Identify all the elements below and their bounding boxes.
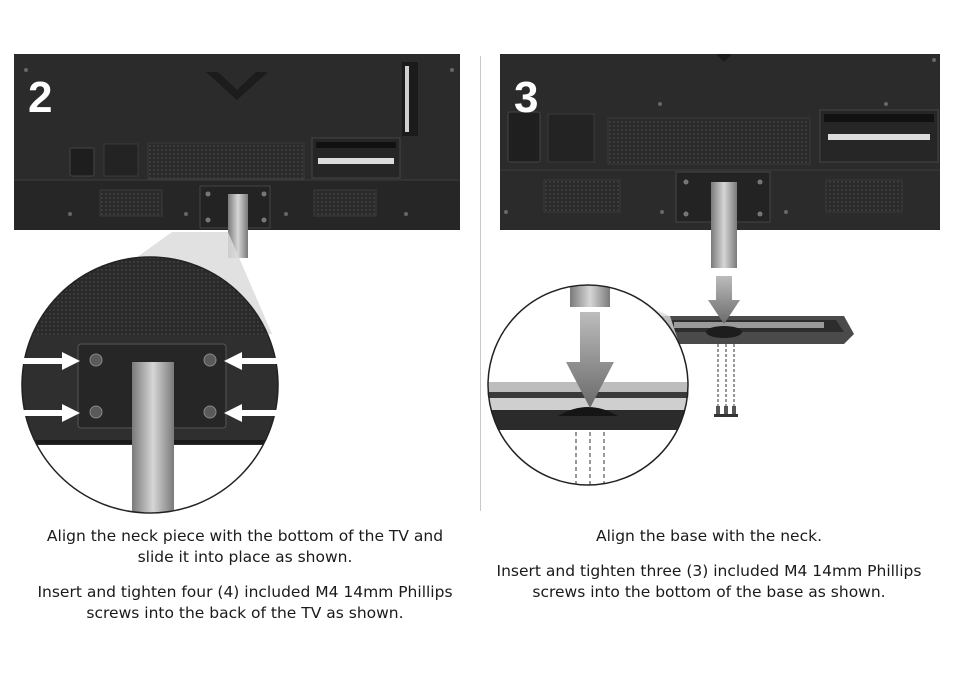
stand-base [660,316,854,344]
step-3-panel: 3 Align the base with the neck. Insert a… [484,0,954,673]
instruction-text: Align the base with the neck. [595,527,822,545]
step-2-illustration [14,54,460,514]
step-2-panel: 2 Align the neck piece with the bottom o… [0,0,470,673]
zoom-circle-step2 [21,256,279,514]
neck-piece [228,194,248,258]
screws [714,344,738,417]
instruction-text: Align the neck piece with the bottom of … [46,527,444,566]
down-arrow [708,276,740,324]
screw-arrows [22,352,280,422]
step-number: 2 [28,73,53,122]
instruction-text: Insert and tighten three (3) included M4… [496,562,922,601]
panel-divider [480,56,481,511]
neck-piece [711,182,737,268]
zoom-circle-step3 [487,284,689,486]
step-3-illustration [487,54,940,486]
step-number: 3 [514,73,539,122]
instruction-text: Insert and tighten four (4) included M4 … [37,583,453,622]
